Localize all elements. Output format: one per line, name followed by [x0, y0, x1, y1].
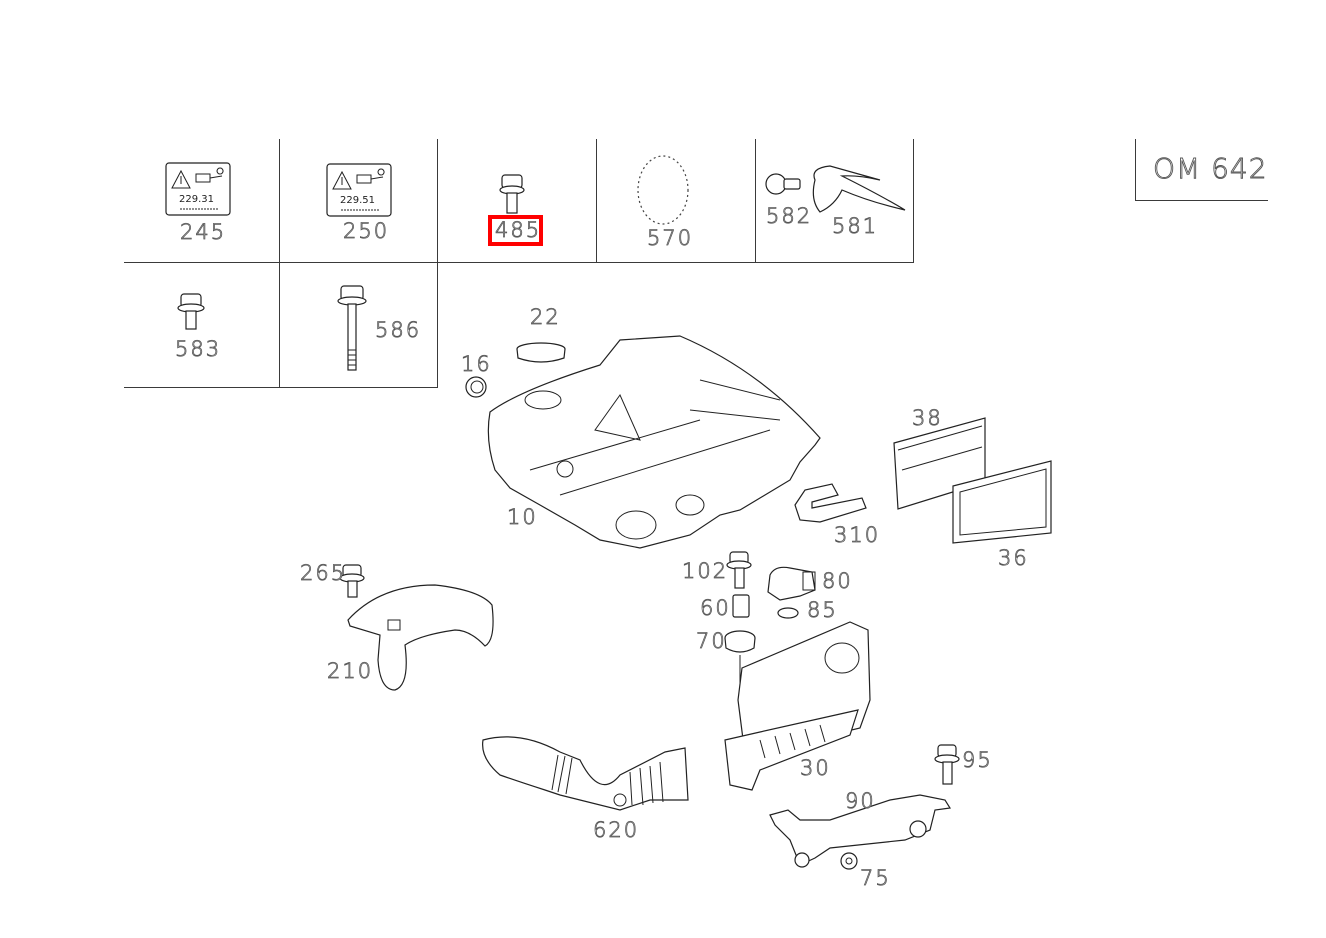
warning-label-icon: 229.31: [165, 162, 231, 216]
callout-80[interactable]: 80: [822, 569, 853, 593]
grid-line: [279, 139, 280, 388]
clip-icon: [794, 483, 867, 523]
callout-70[interactable]: 70: [696, 629, 727, 653]
callout-250[interactable]: 250: [343, 219, 390, 243]
long-bolt-icon: [337, 285, 367, 371]
bolt-icon: [726, 551, 752, 589]
callout-60[interactable]: 60: [700, 596, 731, 620]
callout-570[interactable]: 570: [647, 226, 694, 250]
warning-label-icon: 229.51: [326, 163, 392, 217]
callout-620[interactable]: 620: [593, 818, 640, 842]
air-filter-icon: [893, 417, 1052, 544]
heat-shield-icon: [347, 584, 494, 691]
grid-line: [913, 139, 914, 263]
callout-90[interactable]: 90: [845, 789, 876, 813]
callout-581[interactable]: 581: [832, 214, 879, 238]
callout-586[interactable]: 586: [375, 318, 422, 342]
callout-102[interactable]: 102: [682, 559, 729, 583]
cap-icon: [516, 342, 566, 363]
grid-line: [596, 139, 597, 263]
callout-582[interactable]: 582: [766, 204, 813, 228]
callout-38[interactable]: 38: [912, 406, 943, 430]
intake-hose-icon: [482, 736, 689, 811]
callout-85[interactable]: 85: [807, 598, 838, 622]
bolt-icon: [339, 564, 365, 598]
callout-36[interactable]: 36: [998, 546, 1029, 570]
bolt-icon: [934, 744, 960, 785]
callout-16[interactable]: 16: [461, 352, 492, 376]
sleeve-icon: [732, 594, 750, 618]
engine-title: OM 642: [1153, 152, 1268, 185]
engine-cover-icon: [487, 335, 821, 549]
callout-265[interactable]: 265: [300, 561, 347, 585]
grid-line: [755, 139, 756, 263]
grid-line: [124, 387, 438, 388]
callout-95[interactable]: 95: [962, 748, 993, 772]
callout-30[interactable]: 30: [800, 756, 831, 780]
callout-75[interactable]: 75: [860, 866, 891, 890]
callout-210[interactable]: 210: [327, 659, 374, 683]
bolt-icon: [499, 174, 525, 214]
gasket-icon: [637, 155, 689, 225]
callout-485[interactable]: 485: [495, 218, 542, 242]
air-box-icon: [724, 621, 871, 791]
grid-line: [437, 139, 438, 388]
title-box-border: [1135, 139, 1136, 201]
grommet-icon: [724, 630, 756, 653]
sensor-icon: [767, 566, 816, 601]
washer-icon: [840, 852, 858, 870]
svg-text:229.31: 229.31: [179, 194, 214, 205]
bracket-icon: [765, 165, 906, 213]
callout-10[interactable]: 10: [507, 505, 538, 529]
grid-line: [124, 262, 914, 263]
svg-text:229.51: 229.51: [340, 195, 375, 206]
highlight-box: [488, 215, 543, 246]
callout-22[interactable]: 22: [530, 305, 561, 329]
mounting-bracket-icon: [769, 794, 952, 868]
o-ring-icon: [777, 607, 799, 619]
callout-583[interactable]: 583: [175, 337, 222, 361]
bolt-icon: [177, 293, 205, 330]
callout-310[interactable]: 310: [834, 523, 881, 547]
callout-245[interactable]: 245: [180, 220, 227, 244]
grommet-icon: [465, 376, 487, 398]
title-box-border: [1135, 200, 1268, 201]
